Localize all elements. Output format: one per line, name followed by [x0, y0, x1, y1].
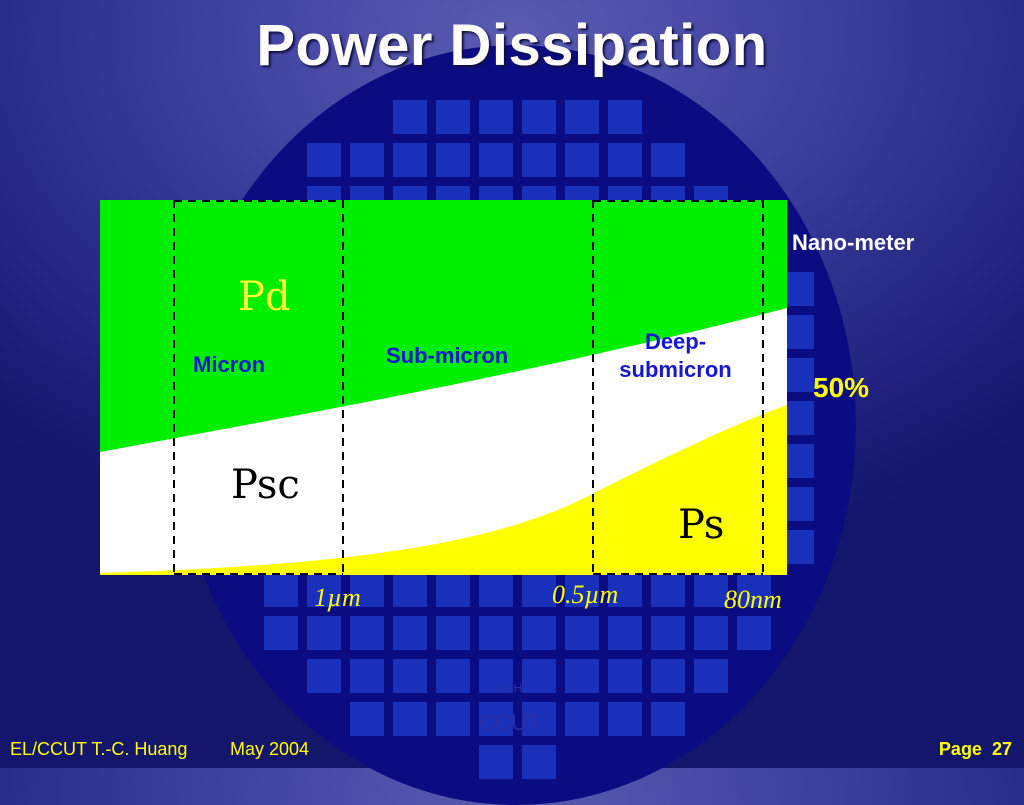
- watermark-large: CCUT: [479, 710, 541, 735]
- percent-label: 50%: [813, 372, 870, 403]
- wafer-die: [694, 659, 728, 693]
- tick-label-80nm: 80nm: [724, 585, 782, 614]
- wafer-die: [264, 573, 298, 607]
- nano-meter-label: Nano-meter: [792, 230, 915, 255]
- deep-submicron-line1: Deep-: [644, 329, 707, 354]
- wafer-die: [565, 659, 599, 693]
- wafer-die: [522, 659, 556, 693]
- pd-label: Pd: [238, 274, 291, 320]
- wafer-die: [522, 616, 556, 650]
- wafer-die: [565, 616, 599, 650]
- wafer-die: [565, 143, 599, 177]
- wafer-die: [393, 143, 427, 177]
- footer-date: May 2004: [230, 739, 310, 759]
- wafer-die: [522, 143, 556, 177]
- psc-label: Psc: [231, 462, 300, 508]
- wafer-die: [350, 143, 384, 177]
- wafer-die: [479, 100, 513, 134]
- wafer-die: [565, 100, 599, 134]
- watermark-small: TCH: [497, 681, 523, 695]
- wafer-die: [264, 616, 298, 650]
- wafer-die: [393, 100, 427, 134]
- wafer-die: [436, 659, 470, 693]
- wafer-die: [608, 659, 642, 693]
- wafer-die: [350, 573, 384, 607]
- ps-region: [100, 405, 787, 575]
- wafer-die: [608, 616, 642, 650]
- slide-title: Power Dissipation: [256, 13, 768, 78]
- wafer-die: [651, 616, 685, 650]
- power-dissipation-diagram: [100, 200, 787, 575]
- wafer-die: [479, 702, 513, 736]
- wafer-die: [479, 616, 513, 650]
- wafer-die: [565, 573, 599, 607]
- wafer-die: [694, 573, 728, 607]
- wafer-die: [737, 573, 771, 607]
- wafer-die: [608, 143, 642, 177]
- wafer-die: [651, 573, 685, 607]
- wafer-die: [737, 616, 771, 650]
- footer-page-label: Page: [938, 739, 982, 759]
- wafer-die: [307, 573, 341, 607]
- wafer-die: [307, 659, 341, 693]
- deep-submicron-line2: submicron: [619, 357, 732, 382]
- wafer-die: [393, 702, 427, 736]
- wafer-die: [651, 702, 685, 736]
- wafer-die: [522, 100, 556, 134]
- wafer-die: [651, 143, 685, 177]
- tick-label-1um: 1µm: [314, 583, 361, 612]
- wafer-die: [522, 702, 556, 736]
- wafer-die: [436, 100, 470, 134]
- wafer-die: [694, 616, 728, 650]
- wafer-die: [608, 100, 642, 134]
- wafer-die: [479, 573, 513, 607]
- tick-label-05um: 0.5µm: [552, 580, 619, 609]
- footer-author: EL/CCUT T.-C. Huang: [10, 739, 188, 759]
- wafer-die: [522, 573, 556, 607]
- wafer-die: [651, 659, 685, 693]
- ps-label: Ps: [678, 502, 725, 548]
- wafer-die: [393, 616, 427, 650]
- wafer-die: [565, 702, 599, 736]
- wafer-die: [393, 573, 427, 607]
- wafer-die: [608, 573, 642, 607]
- wafer-die: [350, 702, 384, 736]
- region-submicron-label: Sub-micron: [386, 343, 509, 368]
- wafer-die: [608, 702, 642, 736]
- region-deep-submicron-label: Deep- submicron: [603, 328, 748, 384]
- wafer-die: [436, 616, 470, 650]
- region-micron-label: Micron: [193, 352, 266, 377]
- wafer-die: [307, 143, 341, 177]
- wafer-die: [522, 745, 556, 779]
- wafer-die: [393, 659, 427, 693]
- wafer-die: [479, 659, 513, 693]
- footer-page-number: 27: [991, 739, 1012, 759]
- wafer-die: [436, 143, 470, 177]
- wafer-die: [479, 143, 513, 177]
- wafer-die: [307, 616, 341, 650]
- wafer-die: [479, 745, 513, 779]
- wafer-die: [436, 702, 470, 736]
- wafer-die: [436, 573, 470, 607]
- footer-page: Page 27: [939, 739, 1012, 760]
- wafer-die: [350, 659, 384, 693]
- wafer-die: [350, 616, 384, 650]
